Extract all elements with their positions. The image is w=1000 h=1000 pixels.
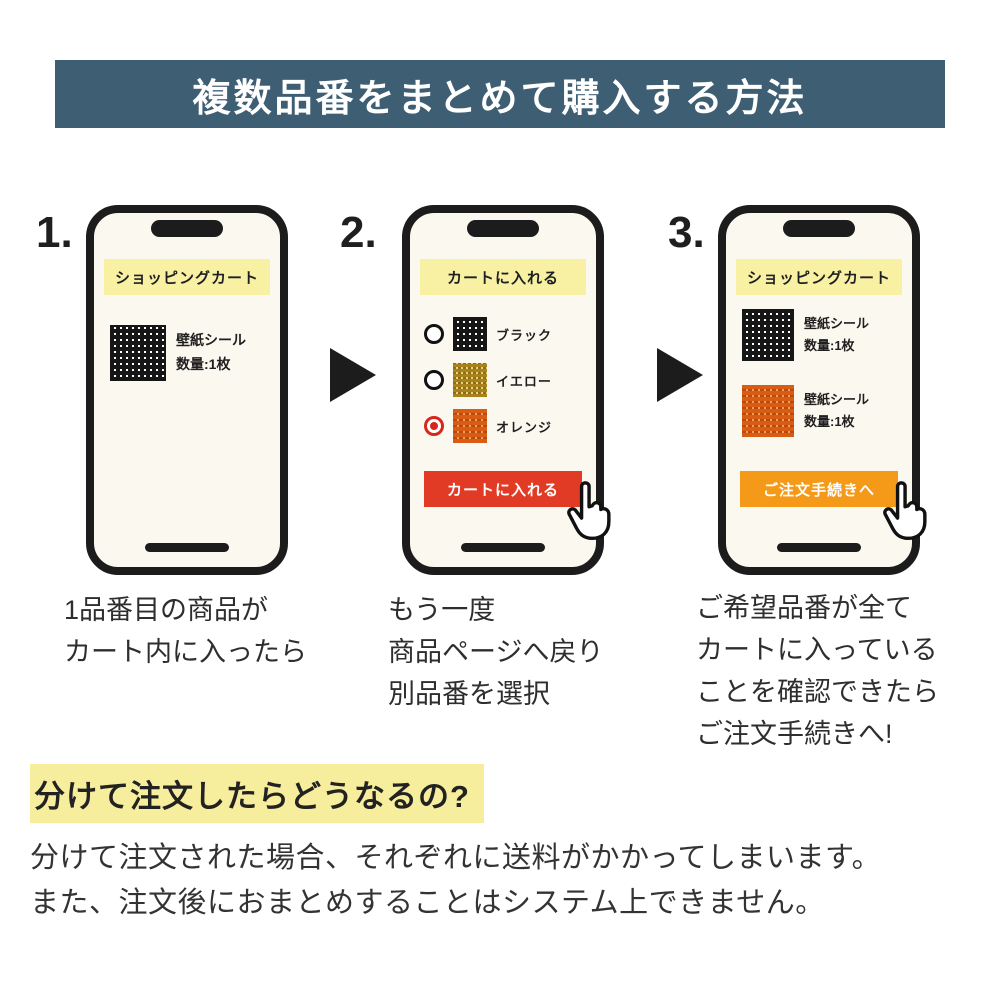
title-banner: 複数品番をまとめて購入する方法: [55, 60, 945, 128]
proceed-to-order-button[interactable]: ご注文手続きへ: [740, 471, 898, 507]
color-option-yellow[interactable]: イエロー: [424, 363, 592, 397]
cart-header-label: ショッピングカート: [746, 269, 891, 287]
option-label-black: ブラック: [496, 327, 553, 343]
cart-item-text: 壁紙シール数量:1枚: [804, 313, 869, 357]
color-option-black[interactable]: ブラック: [424, 317, 592, 351]
step-number-1: 1.: [36, 208, 73, 257]
step3-caption: ご希望品番が全て カートに入っている ことを確認できたら ご注文手続きへ!: [696, 593, 939, 749]
phone-mockup-step2: カートに入れる ブラック イエロー オレンジ カートに入れる: [402, 205, 611, 575]
phone-mockup-step3: ショッピングカート 壁紙シール数量:1枚 壁紙シール数量:1枚 ご注文手続きへ: [718, 205, 927, 575]
orange-grid-swatch-icon: [453, 409, 487, 443]
cart-item-row: 壁紙シール数量:1枚: [742, 309, 906, 361]
step1-caption: 1品番目の商品が カート内に入ったら: [64, 595, 307, 667]
phone-notch: [151, 220, 223, 237]
item-name: 壁紙シール: [176, 332, 246, 349]
cart-header: ショッピングカート: [736, 259, 902, 295]
item-qty: 数量:1枚: [804, 414, 855, 429]
item-name: 壁紙シール: [804, 315, 870, 331]
phone-notch: [467, 220, 539, 237]
radio-selected-icon[interactable]: [424, 416, 444, 436]
cursor-hand-icon: [567, 481, 611, 541]
item-qty: 数量:1枚: [804, 338, 855, 353]
page-title: 複数品番をまとめて購入する方法: [192, 77, 808, 120]
item-name: 壁紙シール: [804, 391, 870, 407]
radio-unselected-icon[interactable]: [424, 370, 444, 390]
add-to-cart-button[interactable]: カートに入れる: [424, 471, 582, 507]
step-number-3: 3.: [668, 208, 705, 257]
yellow-grid-swatch-icon: [453, 363, 487, 397]
cursor-hand-icon: [883, 481, 927, 541]
cart-header-label: ショッピングカート: [114, 269, 259, 287]
option-label-orange: オレンジ: [496, 419, 553, 435]
proceed-to-order-button-label: ご注文手続きへ: [762, 481, 875, 499]
cart-item-row: 壁紙シール数量:1枚: [110, 325, 274, 381]
phone-home-indicator: [777, 543, 861, 552]
black-grid-swatch-icon: [453, 317, 487, 351]
cart-item-text: 壁紙シール数量:1枚: [176, 329, 246, 377]
step-number-2: 2.: [340, 208, 377, 257]
right-arrow-icon: [657, 348, 703, 402]
phone-home-indicator: [461, 543, 545, 552]
item-qty: 数量:1枚: [176, 356, 231, 372]
phone-notch: [783, 220, 855, 237]
cart-item-text: 壁紙シール数量:1枚: [804, 389, 869, 433]
color-option-orange[interactable]: オレンジ: [424, 409, 592, 443]
faq-answer: 分けて注文された場合、それぞれに送料がかかってしまいます。 また、注文後におまと…: [30, 842, 882, 919]
cart-header: ショッピングカート: [104, 259, 270, 295]
step2-caption: もう一度 商品ページへ戻り 別品番を選択: [388, 595, 604, 709]
phone-home-indicator: [145, 543, 229, 552]
option-label-yellow: イエロー: [496, 373, 552, 389]
orange-grid-swatch-icon: [742, 385, 794, 437]
add-to-cart-header: カートに入れる: [420, 259, 586, 295]
black-grid-swatch-icon: [742, 309, 794, 361]
faq-question-highlighted: 分けて注文したらどうなるの?: [30, 764, 484, 823]
phone-mockup-step1: ショッピングカート 壁紙シール数量:1枚: [86, 205, 288, 575]
add-to-cart-button-label: カートに入れる: [446, 481, 559, 499]
add-to-cart-header-label: カートに入れる: [446, 269, 559, 287]
radio-unselected-icon[interactable]: [424, 324, 444, 344]
cart-item-row: 壁紙シール数量:1枚: [742, 385, 906, 437]
right-arrow-icon: [330, 348, 376, 402]
black-grid-swatch-icon: [110, 325, 166, 381]
